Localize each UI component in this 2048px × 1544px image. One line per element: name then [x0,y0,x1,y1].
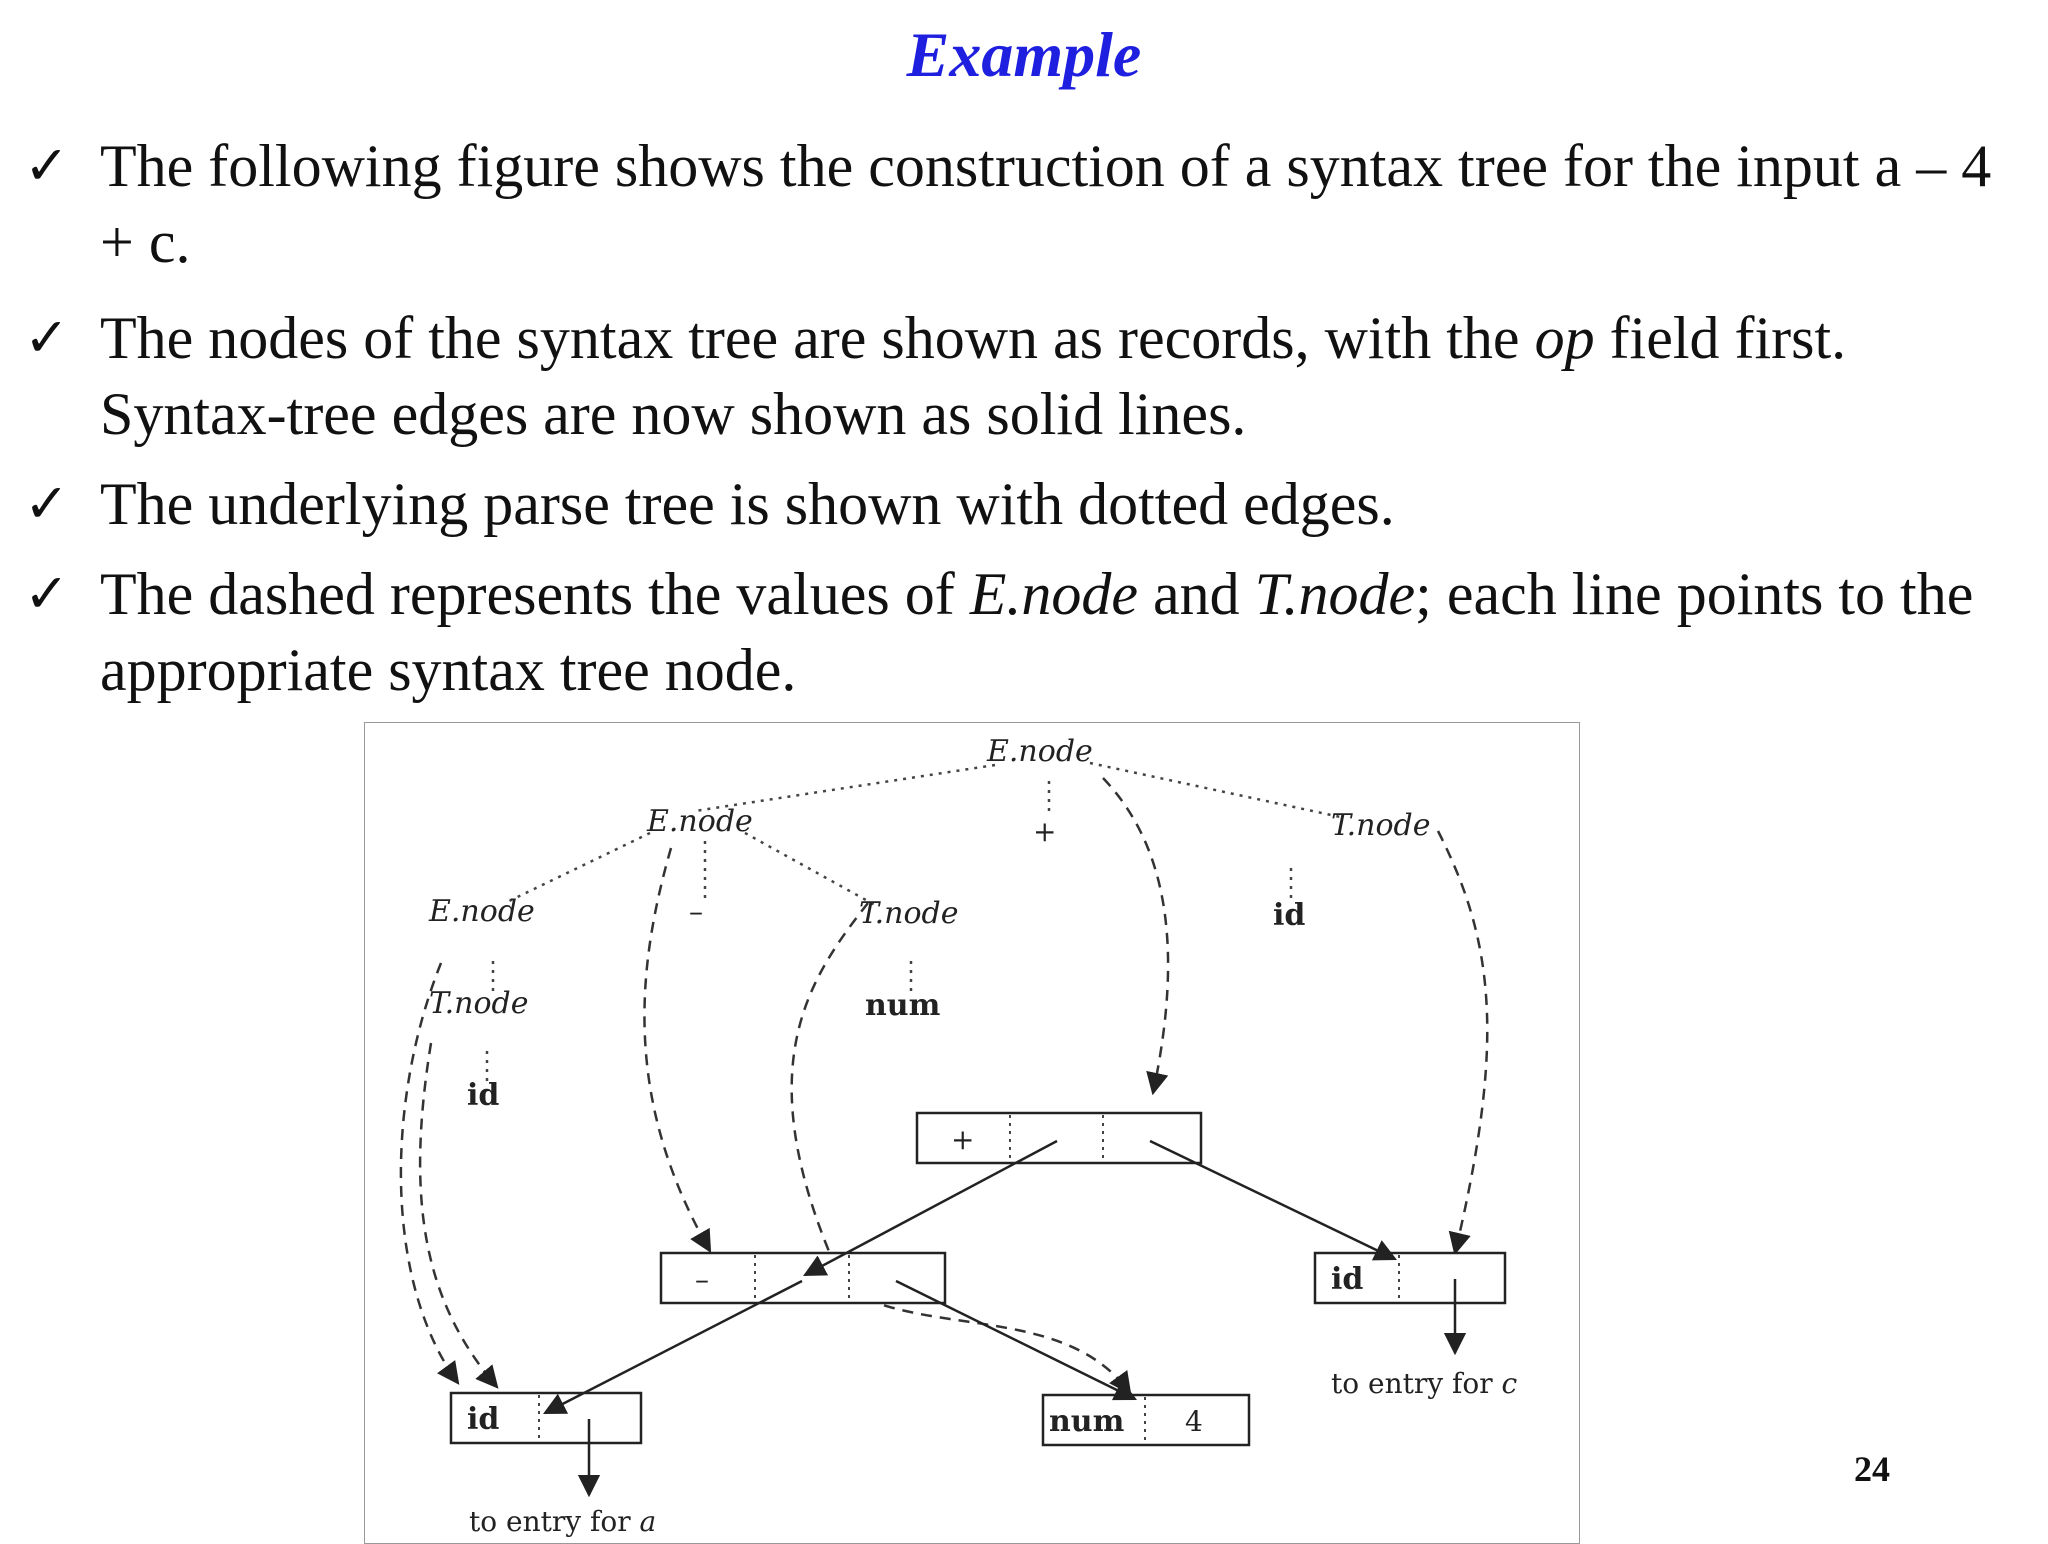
bullet-text: and [1137,561,1255,627]
pointer-edge [418,1042,499,1389]
plus-record [915,1111,1203,1165]
pointer-edge [1102,777,1170,1096]
syntax-records [449,1111,1507,1447]
plus-label: + [1033,815,1056,848]
bullet-item: ✓ The dashed represents the values of E.… [22,556,2012,708]
entry-c-note: to entry for c [1331,1367,1517,1400]
id-c-record [1313,1251,1507,1305]
minus-record-op: – [695,1263,709,1296]
check-mark-icon: ✓ [24,306,70,369]
pointer-edge [1436,830,1489,1256]
node-pointer-edges [399,777,1489,1395]
plus-record-op: + [951,1123,974,1156]
bullet-text: The following figure shows the construct… [100,133,1992,275]
bullet-text: The dashed represents the values of [100,561,970,627]
num-record-value: 4 [1185,1405,1203,1438]
parse-edge [1089,761,1346,820]
inner-t-node-label: T.node [859,896,958,931]
bullet-list: ✓ The following figure shows the constru… [22,128,2012,708]
parse-tree-edges [485,761,1346,1083]
parse-edge [694,763,996,813]
syntax-tree-edges [542,1139,1467,1498]
check-mark-icon: ✓ [24,472,70,535]
right-t-node-label: T.node [1331,808,1430,843]
bullet-emphasis: E.node [969,561,1138,627]
bullet-emphasis: T.node [1254,561,1416,627]
num-record-label: num [1049,1404,1125,1439]
bullet-item: ✓ The underlying parse tree is shown wit… [22,466,2012,542]
root-e-node-label: E.node [986,734,1093,769]
bullet-text: The nodes of the syntax tree are shown a… [100,305,1535,371]
id-c-record-label: id [1331,1262,1363,1297]
entry-a-note: to entry for a [469,1505,656,1538]
page-number: 24 [1854,1449,1890,1489]
left-e-node-label: E.node [646,804,753,839]
bullet-text: ; each line points to the appropriate sy… [100,561,1974,703]
t-node-under-e-label: T.node [429,986,528,1021]
slide-title: Example [906,19,1142,90]
inner-e-node-label: E.node [428,894,535,929]
pointer-edge [790,902,1132,1395]
check-mark-icon: ✓ [24,562,70,625]
syntax-tree-diagram: E.node E.node + T.node E.node – T.node i… [399,734,1517,1538]
syntax-tree-figure: E.node E.node + T.node E.node – T.node i… [364,722,1580,1544]
left-id-label: id [467,1078,499,1113]
num-label: num [865,988,941,1023]
num-record [1041,1393,1251,1447]
check-mark-icon: ✓ [24,134,70,197]
bullet-emphasis: op [1534,305,1595,371]
bullet-item: ✓ The nodes of the syntax tree are shown… [22,300,2012,452]
bullet-item: ✓ The following figure shows the constru… [22,128,2012,280]
syntax-edge [895,1279,1138,1401]
minus-record [659,1251,947,1305]
syntax-edge [542,1279,803,1415]
bullet-text: The underlying parse tree is shown with … [100,471,1395,537]
pointer-edge [399,962,460,1385]
minus-label: – [689,895,703,928]
syntax-edge [803,1139,1058,1277]
bullet-text: field first. Syntax-tree edges are now s… [100,305,1847,447]
id-a-record-label: id [467,1402,499,1437]
parse-edge [744,831,876,907]
parse-edge [504,831,651,905]
right-id-label: id [1273,898,1305,933]
syntax-edge [1149,1139,1398,1261]
pointer-edge [643,847,712,1253]
